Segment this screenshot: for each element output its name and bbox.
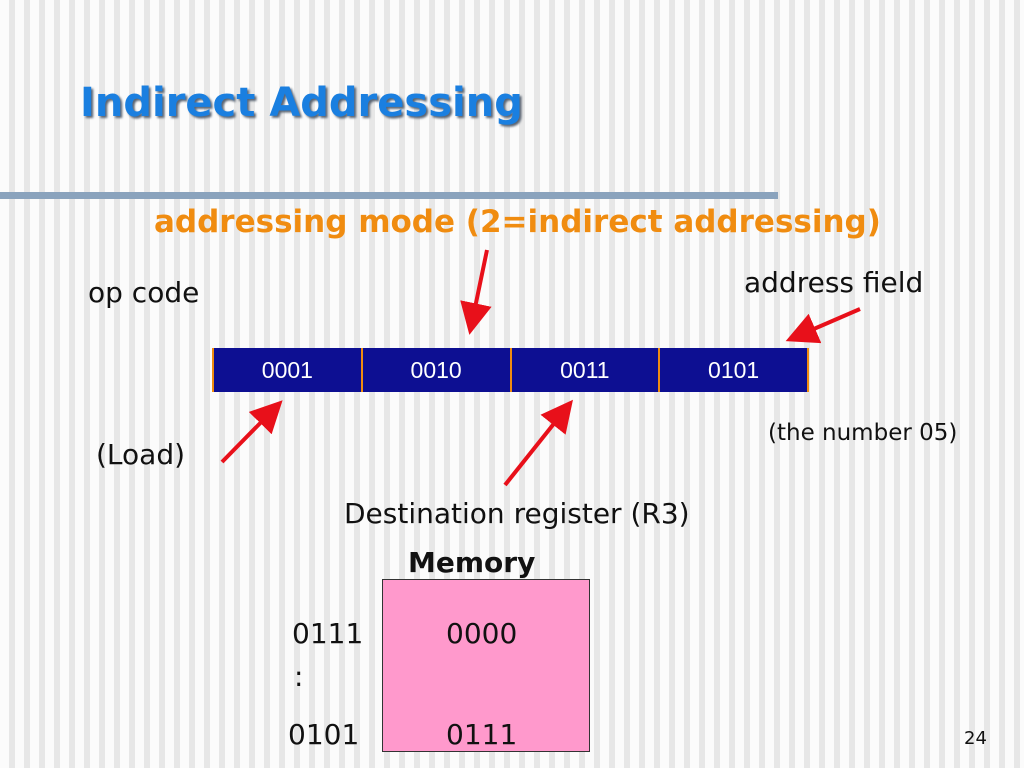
destination-arrow [503, 399, 573, 487]
memory-address-row-1: 0111 [292, 617, 364, 650]
address-arrow [785, 307, 861, 344]
address-field: 0101 [658, 348, 809, 392]
opcode-field: 0001 [212, 348, 361, 392]
page-number: 24 [964, 728, 987, 749]
addressing-mode-field: 0010 [360, 348, 510, 392]
memory-block [382, 579, 590, 752]
addressing-mode-label: addressing mode (2=indirect addressing) [154, 204, 881, 240]
number-note: (the number 05) [768, 420, 958, 446]
load-label: (Load) [96, 438, 186, 471]
slide-title: Indirect Addressing [80, 80, 523, 126]
memory-title: Memory [408, 546, 536, 579]
title-divider [0, 192, 778, 199]
destination-register-field: 0011 [509, 348, 659, 392]
memory-value-row-2: 0111 [446, 718, 518, 751]
instruction-word: 0001 0010 0011 0101 [212, 348, 809, 392]
destination-register-label: Destination register (R3) [344, 497, 690, 530]
load-arrow [220, 400, 283, 464]
memory-ellipsis: : [294, 660, 304, 693]
op-code-label: op code [88, 276, 200, 309]
memory-address-row-2: 0101 [288, 718, 360, 751]
mode-arrow [460, 249, 492, 335]
address-field-label: address field [744, 266, 924, 299]
memory-value-row-1: 0000 [446, 617, 518, 650]
